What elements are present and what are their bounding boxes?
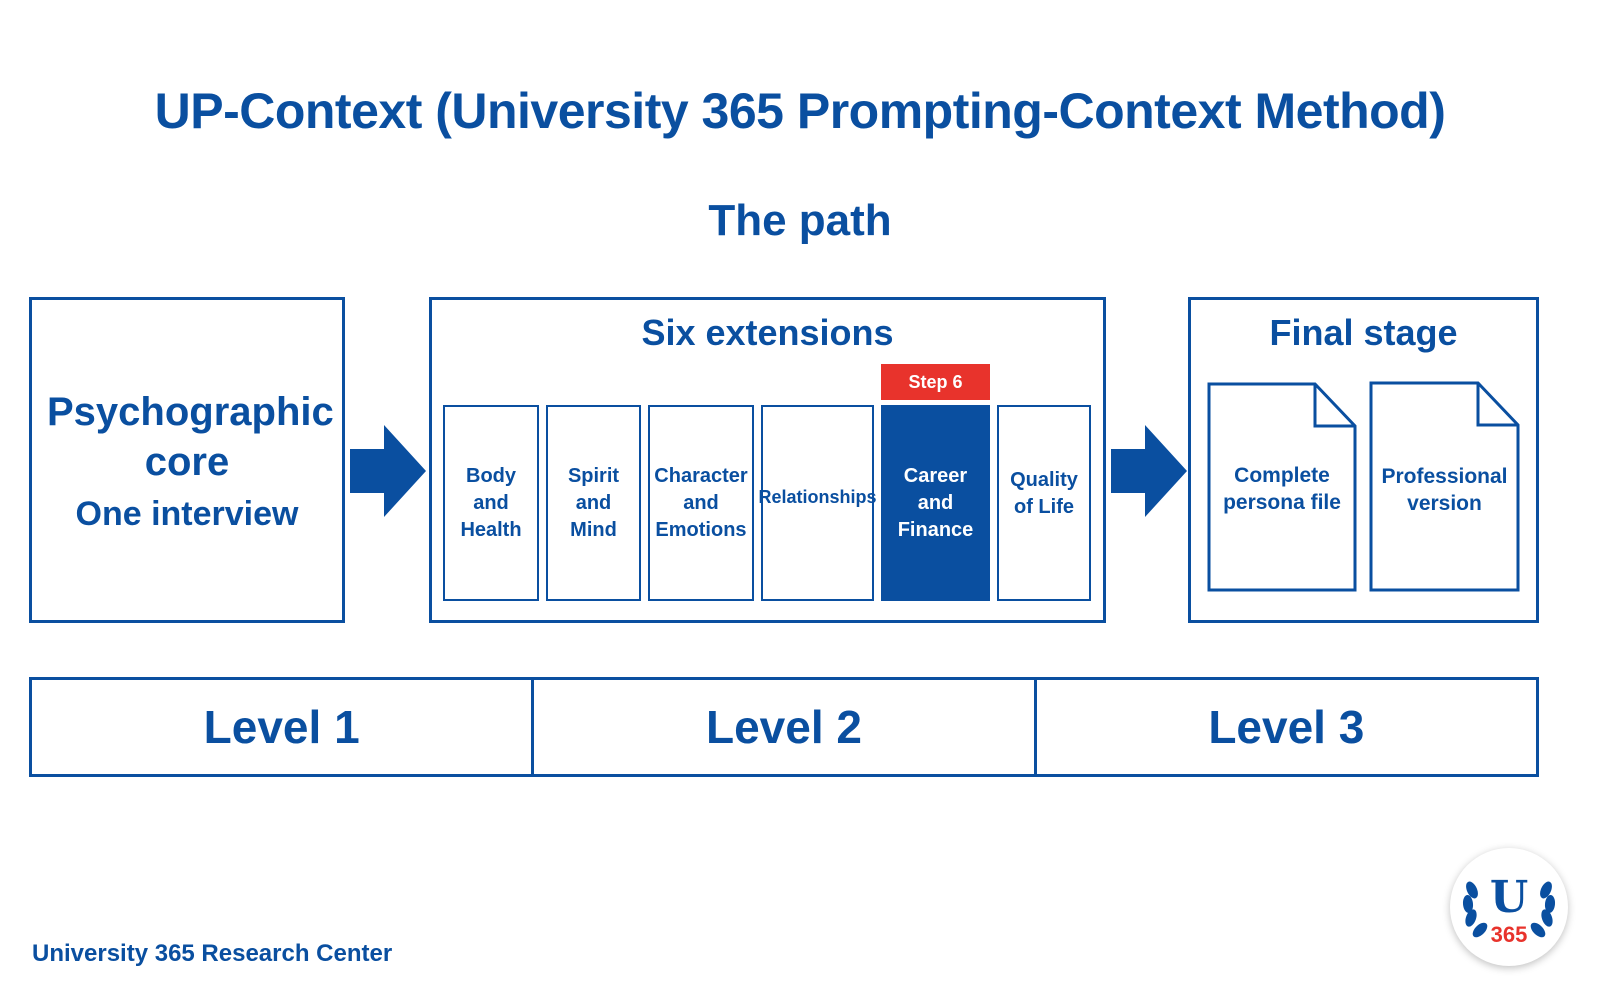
extension-spirit-mind: Spirit and Mind: [546, 405, 641, 601]
extensions-title: Six extensions: [641, 312, 894, 353]
step-badge: Step 6: [881, 364, 990, 400]
professional-version-label: Professional version: [1381, 465, 1508, 515]
level-1: Level 1: [203, 701, 360, 753]
extension-quality-of-life: Quality of Life: [997, 405, 1091, 601]
extension-character-emotions: Character and Emotions: [648, 405, 754, 601]
core-title: Psychographic core: [47, 389, 334, 484]
footer-org-name: University 365 Research Center: [32, 940, 393, 967]
page-title: UP-Context (University 365 Prompting-Con…: [154, 83, 1446, 139]
extension-relationships: Relationships: [758, 405, 877, 601]
level-2: Level 2: [531, 680, 1033, 774]
page-subtitle: The path: [708, 196, 892, 245]
logo-letter: U: [1489, 872, 1529, 923]
complete-persona-file-label: Complete persona file: [1223, 464, 1341, 514]
final-stage-title: Final stage: [1269, 312, 1458, 353]
document-icon: [1207, 382, 1357, 592]
document-icon: [1369, 381, 1520, 592]
extension-career-finance: Career and Finance: [881, 405, 990, 601]
laurel-icon: [1462, 881, 1556, 938]
levels-bar: Level 1 Level 2 Level 3: [29, 677, 1539, 777]
arrow-right-icon: [350, 425, 426, 517]
level-3: Level 3: [1033, 680, 1536, 774]
extension-body-health: Body and Health: [443, 405, 539, 601]
arrow-right-icon: [1111, 425, 1187, 517]
logo-number: 365: [1490, 922, 1528, 947]
university-365-logo: U 365: [1450, 848, 1568, 966]
core-box: Psychographic core One interview: [29, 297, 345, 623]
core-subtitle: One interview: [75, 494, 299, 533]
